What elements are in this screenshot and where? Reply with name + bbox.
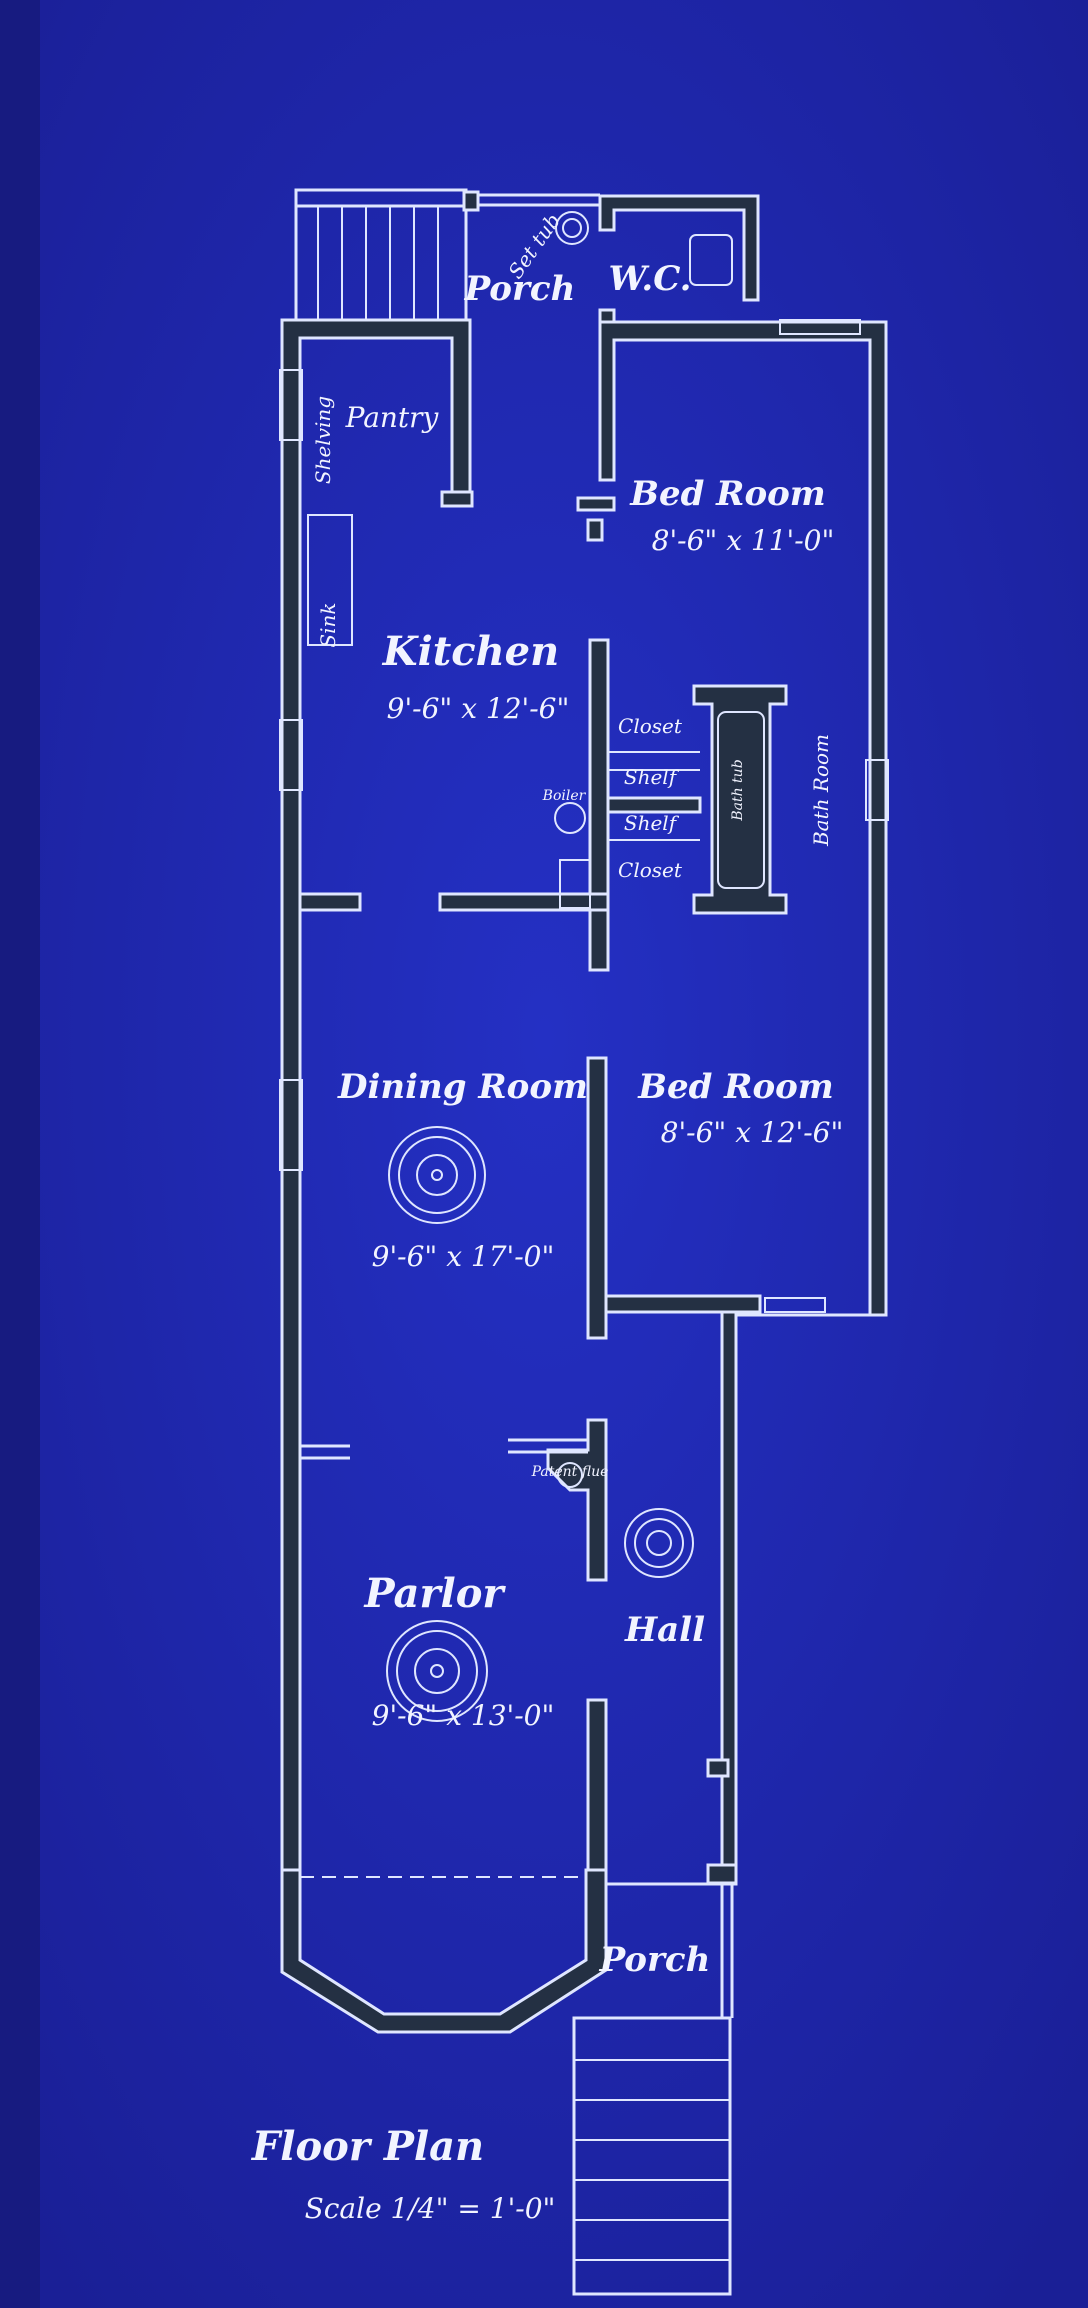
dining-room-dims: 9'-6" x 17'-0": [372, 1240, 555, 1273]
parlor-label: Parlor: [364, 1570, 507, 1617]
sink-label: Sink: [316, 602, 340, 647]
closet-2-label: Closet: [618, 858, 683, 882]
bath-tub: [717, 711, 765, 889]
dining-room-label: Dining Room: [337, 1067, 588, 1107]
plan-title: Floor Plan: [251, 2123, 484, 2170]
bath-room-label: Bath Room: [809, 734, 833, 847]
plan-scale: Scale 1/4" = 1'-0": [305, 2192, 556, 2225]
ceiling-rosette-dining: [388, 1126, 486, 1224]
bedroom-wall: [598, 320, 888, 1317]
parlor-dims: 9'-6" x 13'-0": [372, 1699, 555, 1732]
bath-tub-label: Bath tub: [730, 759, 746, 821]
pantry-label: Pantry: [345, 401, 440, 434]
front-porch-steps: [572, 2016, 732, 2296]
bed-room-2-dims: 8'-6" x 12'-6": [661, 1116, 844, 1149]
boiler-icon: [554, 802, 586, 834]
bay-window: [280, 1868, 608, 2034]
shelf-1-label: Shelf: [624, 765, 680, 789]
set-tub-icon: [555, 211, 589, 245]
wc-label: W.C.: [608, 259, 691, 299]
kitchen-label: Kitchen: [382, 628, 559, 675]
front-porch-label: Porch: [599, 1940, 711, 1980]
boiler-label: Boiler: [542, 788, 587, 804]
wc-fixture: [689, 234, 733, 286]
closet-1-label: Closet: [618, 714, 683, 738]
sink: [307, 514, 353, 646]
ceiling-rosette-hall: [624, 1508, 694, 1578]
ceiling-rosette-parlor: [386, 1620, 488, 1722]
bed-room-1-label: Bed Room: [629, 474, 826, 514]
patent-flue-label: Patent flue: [531, 1464, 609, 1480]
paper-edge: [0, 0, 40, 2308]
shelf-2-label: Shelf: [624, 811, 680, 835]
kitchen-dims: 9'-6" x 12'-6": [387, 692, 570, 725]
bed-room-2-label: Bed Room: [637, 1067, 834, 1107]
rear-porch-label: Porch: [464, 269, 576, 309]
bed-room-1-dims: 8'-6" x 11'-0": [652, 524, 835, 557]
chimney: [559, 859, 591, 909]
shelving-label: Shelving: [311, 396, 335, 484]
hall-label: Hall: [624, 1610, 705, 1650]
